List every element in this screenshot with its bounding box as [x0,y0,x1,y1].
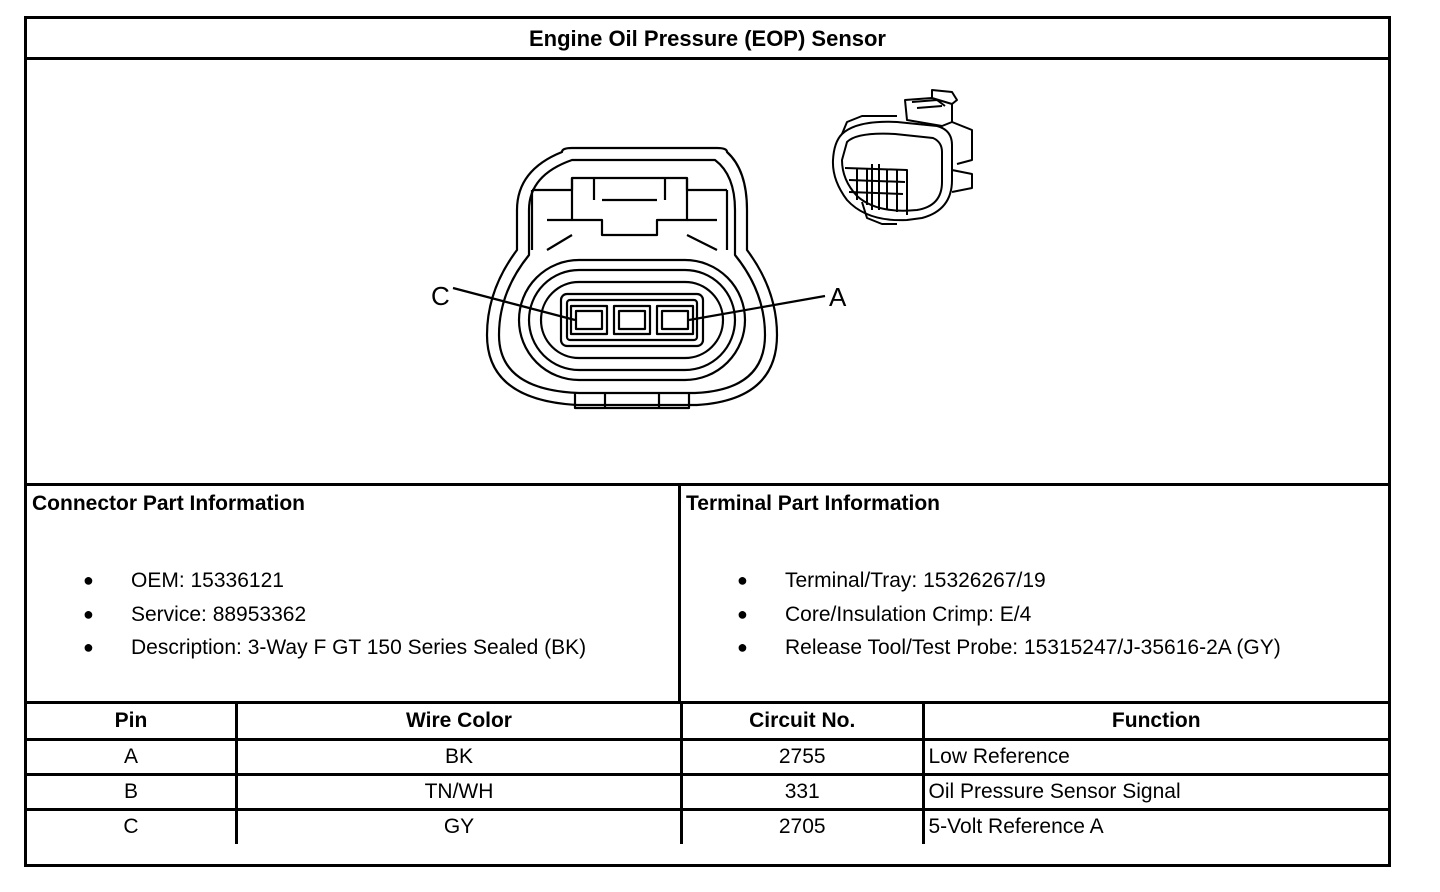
wire-color-cell: BK [235,737,683,776]
function-cell: 5-Volt Reference A [921,807,1388,844]
circuit-cell: 331 [679,772,925,811]
connector-part-info: Connector Part Information ●OEM: 1533612… [27,486,681,701]
connector-face-drawing: C A [431,89,973,410]
terminal-info-heading: Terminal Part Information [686,492,940,515]
column-header-circuit: Circuit No. [679,704,925,741]
bullet-icon: ● [737,637,748,657]
leader-line-a [688,294,826,322]
wire-color-cell: TN/WH [235,772,683,811]
bullet-icon: ● [83,570,94,590]
terminal-part-info: Terminal Part Information ●Terminal/Tray… [681,486,1391,701]
bullet-icon: ● [737,570,748,590]
function-cell: Oil Pressure Sensor Signal [921,772,1388,811]
table-row: A BK 2755 Low Reference [27,737,1388,776]
pinout-table: Pin Wire Color Circuit No. Function A BK… [27,704,1388,844]
pin-cell: B [27,772,239,811]
part-info-section: Connector Part Information ●OEM: 1533612… [27,486,1388,704]
leader-line-c [452,286,576,322]
cavity-b [612,304,652,336]
connector-diagram: C A [27,60,1388,486]
connector-sheet: Engine Oil Pressure (EOP) Sensor [24,16,1391,867]
function-cell: Low Reference [921,737,1388,776]
wire-color-cell: GY [235,807,683,844]
table-header-row: Pin Wire Color Circuit No. Function [27,704,1388,741]
column-header-pin: Pin [27,704,239,741]
column-header-function: Function [921,704,1388,741]
circuit-cell: 2755 [679,737,925,776]
bullet-icon: ● [83,637,94,657]
bullet-icon: ● [83,603,94,624]
pin-cell: A [27,737,239,776]
connector-isometric-view [831,89,973,225]
pin-cell: C [27,807,239,844]
page-title: Engine Oil Pressure (EOP) Sensor [27,19,1388,60]
column-header-wire-color: Wire Color [235,704,683,741]
connector-info-heading: Connector Part Information [32,492,306,515]
table-row: B TN/WH 331 Oil Pressure Sensor Signal [27,772,1388,811]
pin-label-c: C [431,281,450,311]
circuit-cell: 2705 [679,807,925,844]
table-row: C GY 2705 5-Volt Reference A [27,807,1388,844]
bullet-icon: ● [737,603,748,624]
connector-housing-outline [485,146,779,407]
pin-label-a: A [829,282,847,312]
